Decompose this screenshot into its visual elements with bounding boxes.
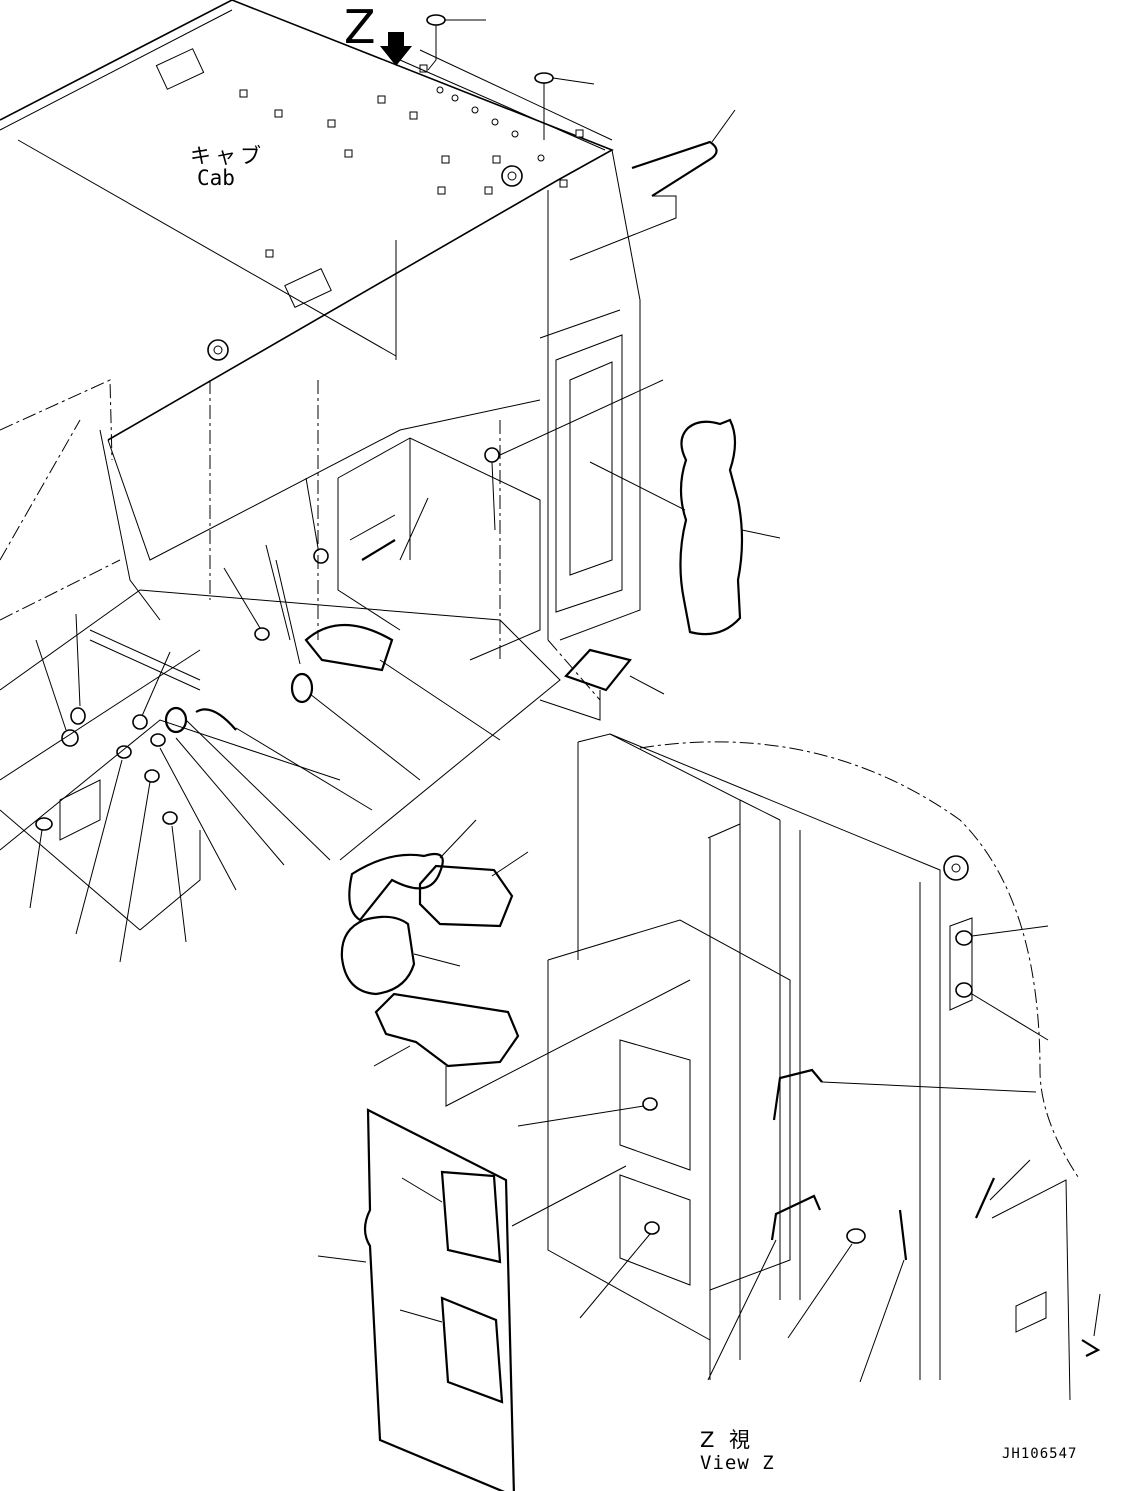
view-z-assembly bbox=[517, 733, 1101, 1401]
view-marker-label: Z bbox=[344, 0, 376, 54]
drawing-number: JH106547 bbox=[1002, 1446, 1078, 1462]
down-arrow-icon bbox=[380, 32, 412, 66]
view-z-label-en: View Z bbox=[700, 1452, 775, 1474]
connector-strip bbox=[89, 629, 201, 691]
cab-label-jp: キャブ bbox=[190, 144, 265, 168]
loose-seals bbox=[317, 819, 691, 1491]
view-z-label-jp: Z 視 bbox=[700, 1428, 755, 1452]
cab-label-en: Cab bbox=[197, 166, 235, 190]
roof-holes bbox=[436, 86, 545, 162]
cab-assembly bbox=[0, 0, 781, 963]
roof-bolt-squares bbox=[239, 64, 584, 258]
